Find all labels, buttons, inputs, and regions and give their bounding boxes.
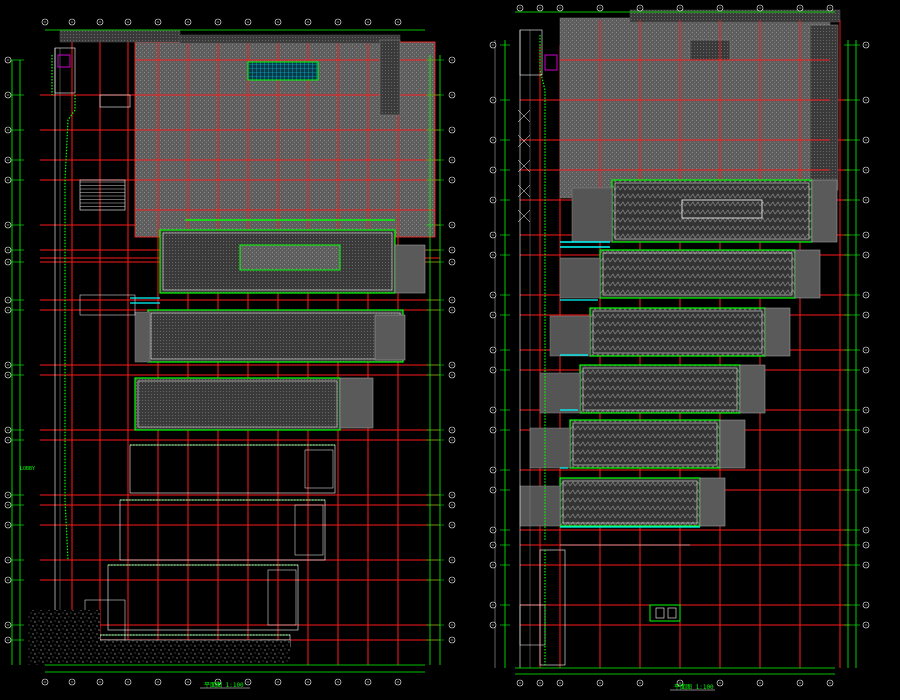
terrace-inner-1 (614, 182, 810, 240)
stair-block (519, 29, 543, 76)
lower-terrace-3 (107, 564, 299, 631)
facade-left (64, 95, 76, 561)
terrace-end-1 (811, 179, 838, 243)
gravel-strip (100, 640, 290, 665)
terrace-end-2 (794, 249, 821, 299)
facade-left (539, 35, 546, 540)
terrace-end-3 (339, 377, 374, 429)
terrace-start-1 (571, 187, 613, 243)
equipment-symbol-inner (655, 607, 665, 619)
equipment-symbol-inner (667, 607, 677, 619)
terrace-6 (559, 477, 701, 527)
terrace-start-4 (539, 372, 581, 414)
stair-flight (79, 179, 126, 211)
terrace-start-3 (549, 315, 591, 357)
terrace-1 (611, 179, 813, 243)
terrace-feature (681, 199, 763, 219)
top-strip-right (179, 34, 401, 44)
terrace-end-4 (739, 364, 766, 414)
lower-terrace-room-1 (304, 449, 334, 489)
terrace-inner-1 (162, 232, 393, 291)
bottom-core (539, 549, 566, 666)
terrace-3 (589, 307, 766, 357)
lower-terrace-room-2 (294, 504, 324, 556)
terrace-inner-6 (562, 480, 698, 524)
structural-cross (517, 109, 531, 123)
terrace-feature (239, 244, 341, 271)
stair-block (54, 47, 76, 94)
terrace-inner-2 (602, 252, 793, 296)
terrace-end-3 (764, 307, 791, 357)
terrace-3 (134, 377, 341, 431)
terrace-start-5 (529, 427, 571, 469)
roof-vent (689, 39, 731, 61)
terrace-5 (569, 419, 721, 469)
lower-terrace-2 (119, 499, 326, 561)
side-shaft (809, 24, 839, 191)
terrace-inner-3 (592, 310, 763, 354)
right-plan-caption: 平面图 1:100 (674, 684, 714, 691)
lower-terrace-room-3 (267, 569, 297, 626)
terrace-inner-3 (137, 380, 338, 428)
terrace-2 (599, 249, 796, 299)
terrace-start-2 (134, 311, 151, 363)
structural-cross (517, 134, 531, 148)
structural-cross (517, 184, 531, 198)
terrace-start-6 (519, 485, 561, 527)
room-partition (99, 94, 131, 108)
room-partition (79, 294, 136, 316)
gravel-area (28, 610, 100, 665)
skylight (247, 61, 319, 81)
terrace-inner-4 (582, 367, 738, 411)
terrace-end-5 (719, 419, 746, 469)
lower-terrace-1 (129, 444, 336, 494)
terrace-2 (147, 309, 404, 363)
top-strip (629, 9, 841, 23)
stair-core (544, 54, 558, 71)
terrace-4 (579, 364, 741, 414)
terrace-end-1 (394, 244, 426, 294)
left-plan-caption: 平面图 1:100 (204, 682, 244, 689)
right-floor-plan (489, 4, 870, 691)
side-shaft (379, 39, 401, 116)
structural-cross (517, 209, 531, 223)
left-plan-side-note: LOBBY (20, 466, 36, 472)
stair-core (57, 54, 71, 68)
top-strip (59, 29, 181, 43)
left-floor-plan (4, 18, 456, 689)
terrace-start-2 (559, 257, 601, 299)
terrace-end-6 (699, 477, 726, 527)
equipment-symbol (649, 604, 681, 622)
terrace-end-2 (374, 314, 406, 361)
terrace-inner-5 (572, 422, 718, 466)
structural-cross (517, 159, 531, 173)
